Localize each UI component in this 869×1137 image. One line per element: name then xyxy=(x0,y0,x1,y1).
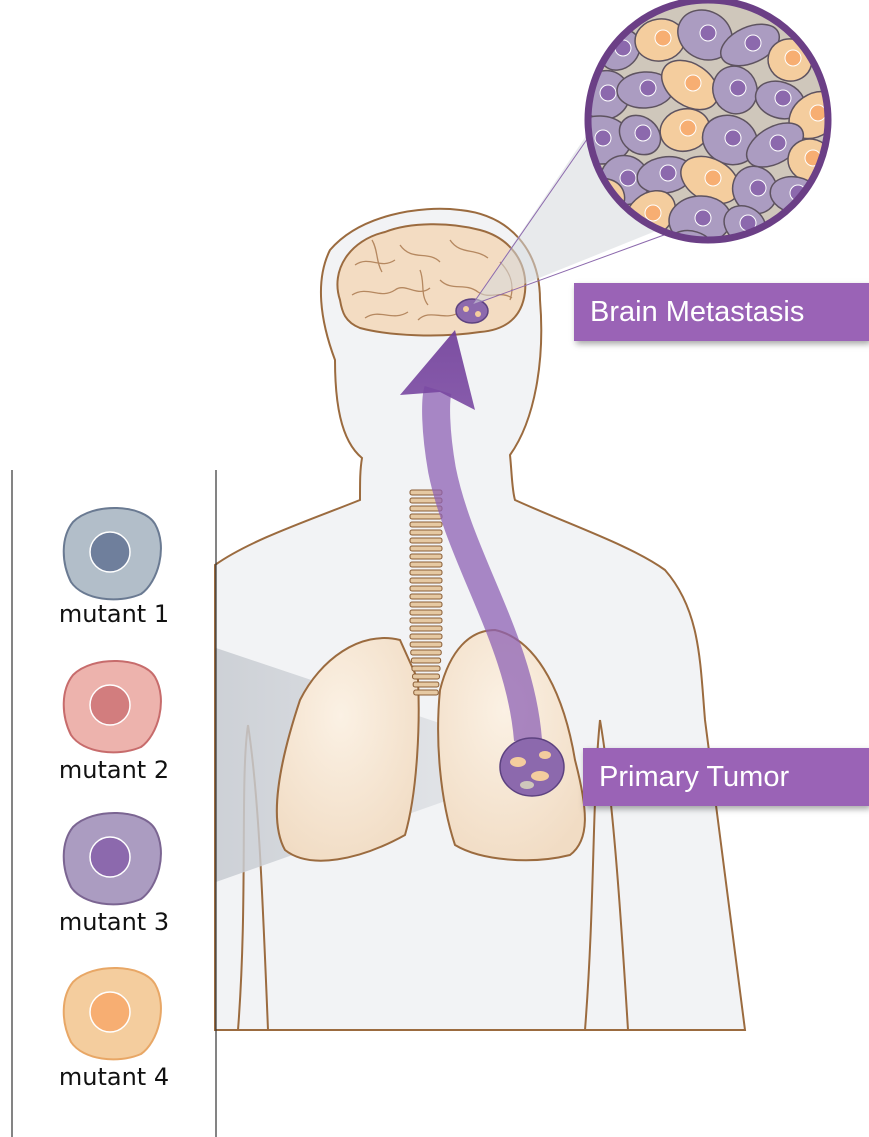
primary-tumor-label: Primary Tumor xyxy=(583,748,869,806)
legend-label-mutant-4: mutant 4 xyxy=(19,1063,209,1091)
cell-nucleus xyxy=(90,992,130,1032)
legend-cell-mutant-3 xyxy=(64,813,161,904)
legend-cell-mutant-1 xyxy=(64,508,161,599)
legend-cell-mutant-4 xyxy=(64,968,161,1059)
primary-tumor xyxy=(500,738,564,796)
brain-metastasis-spot xyxy=(456,299,488,323)
cell-nucleus xyxy=(90,837,130,877)
legend-label-mutant-3: mutant 3 xyxy=(19,908,209,936)
brain-metastasis-label: Brain Metastasis xyxy=(574,283,869,341)
legend-label-mutant-1: mutant 1 xyxy=(19,600,209,628)
legend-label-mutant-2: mutant 2 xyxy=(19,756,209,784)
legend-cell-mutant-2 xyxy=(64,661,161,752)
cell-nucleus xyxy=(90,532,130,572)
cell-nucleus xyxy=(90,685,130,725)
